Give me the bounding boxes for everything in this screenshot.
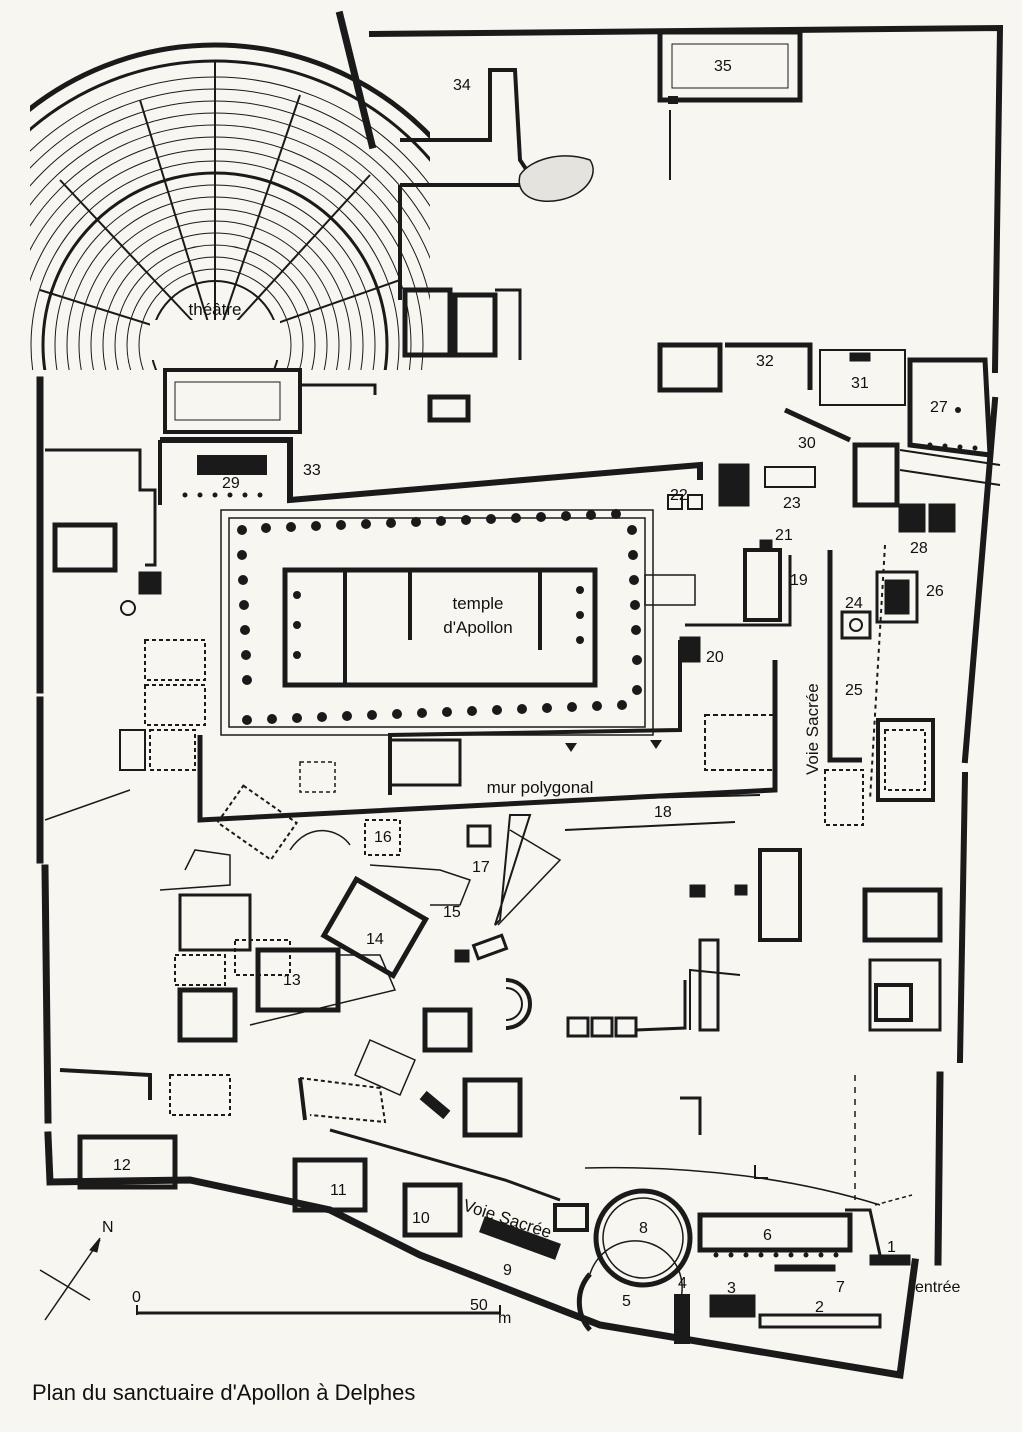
monument-15: 15 (443, 904, 461, 921)
monument-24: 24 (845, 595, 863, 612)
temple-columns (182, 492, 662, 752)
label-entree: entrée (915, 1279, 960, 1296)
monument-10: 10 (412, 1210, 430, 1227)
enclosure-walls (36, 10, 1004, 1380)
monument-8: 8 (639, 1220, 648, 1237)
monument-35: 35 (714, 58, 732, 75)
monument-5: 5 (622, 1293, 631, 1310)
north-arrow-icon (39, 1237, 101, 1321)
north-label: N (102, 1219, 114, 1236)
monument-numbers: 1 2 3 4 5 6 7 8 9 10 11 12 13 14 15 16 1… (113, 58, 948, 1316)
colonnade-dots (713, 407, 978, 1258)
south-structures (292, 1128, 913, 1344)
monument-27: 27 (930, 399, 948, 416)
monument-16: 16 (374, 829, 392, 846)
monument-7: 7 (836, 1279, 845, 1296)
temple-terrace (158, 437, 816, 823)
monument-6: 6 (763, 1227, 772, 1244)
monument-19: 19 (790, 572, 808, 589)
map-caption: Plan du sanctuaire d'Apollon à Delphes (32, 1380, 416, 1405)
monument-2: 2 (815, 1299, 824, 1316)
label-temple-line1: temple (452, 594, 503, 613)
monument-13: 13 (283, 972, 301, 989)
monument-18: 18 (654, 804, 672, 821)
monument-20: 20 (706, 649, 724, 666)
monument-32: 32 (756, 353, 774, 370)
rock-outline (518, 155, 594, 202)
scale-zero: 0 (132, 1289, 141, 1306)
monument-11: 11 (330, 1182, 347, 1199)
monument-31: 31 (851, 375, 869, 392)
monument-23: 23 (783, 495, 801, 512)
east-structures (824, 544, 943, 1200)
scale-bar (136, 1305, 501, 1315)
monument-21: 21 (775, 527, 793, 544)
west-structures (44, 448, 351, 1190)
monument-29-base (197, 455, 267, 475)
monument-34: 34 (453, 77, 471, 94)
monument-4: 4 (678, 1275, 687, 1292)
label-temple-line2: d'Apollon (443, 618, 512, 637)
label-mur-polygonal: mur polygonal (487, 778, 594, 797)
monument-26: 26 (926, 583, 944, 600)
monument-28: 28 (910, 540, 928, 557)
monument-12: 12 (113, 1157, 131, 1174)
monument-29: 29 (222, 475, 240, 492)
scale-unit: m (498, 1310, 511, 1327)
monument-14: 14 (366, 931, 384, 948)
label-theatre: théâtre (189, 300, 242, 319)
monument-33: 33 (303, 462, 321, 479)
monument-9: 9 (503, 1262, 512, 1279)
monument-30: 30 (798, 435, 816, 452)
orchestra-area (150, 320, 280, 360)
monument-17: 17 (472, 859, 490, 876)
scale-fifty: 50 (470, 1297, 488, 1314)
central-structures (249, 794, 881, 1206)
monument-3: 3 (727, 1280, 736, 1297)
monument-1: 1 (887, 1239, 896, 1256)
label-voie-sacree-vertical: Voie Sacrée (803, 683, 822, 775)
monument-25: 25 (845, 682, 863, 699)
monument-22: 22 (670, 487, 688, 504)
upper-buildings (163, 29, 1001, 533)
